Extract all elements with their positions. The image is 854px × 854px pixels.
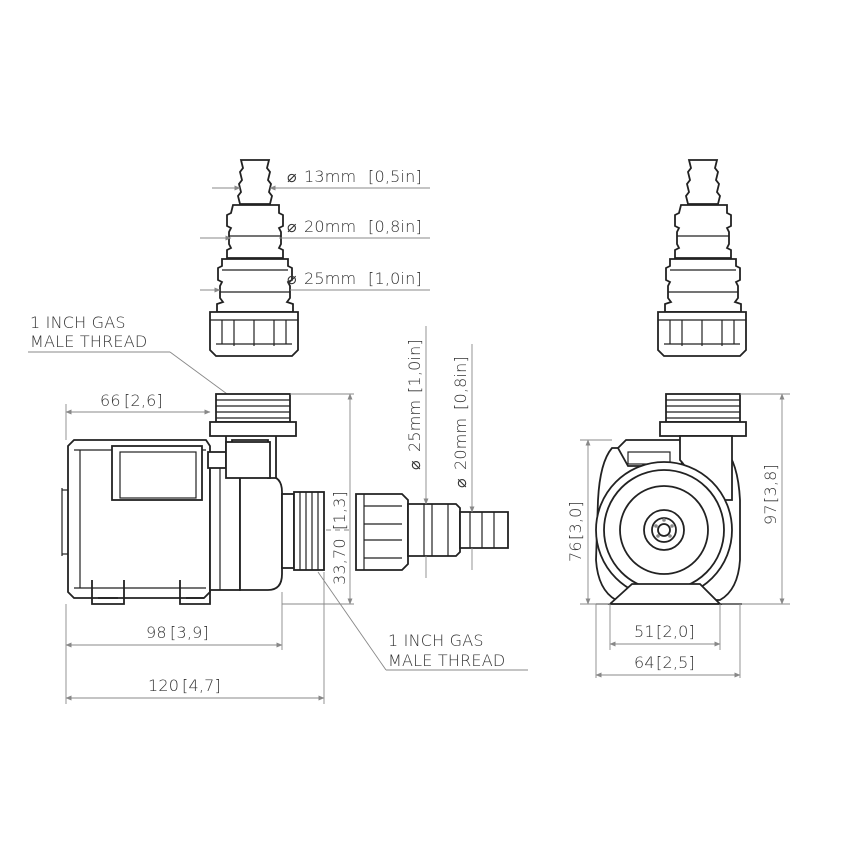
hose-dimension-20: ⌀ 20mm [0,8in] bbox=[200, 217, 430, 241]
hose-diameter-25-bracket: [1,0in] bbox=[368, 269, 422, 288]
side-diameter-20-value: 20mm bbox=[451, 418, 470, 470]
dimension-97-value: 97 bbox=[761, 504, 780, 525]
top-thread-line2: MALE THREAD bbox=[30, 332, 147, 351]
hose-diameter-20-value: 20mm bbox=[304, 217, 356, 236]
side-diameter-25-symbol: ⌀ bbox=[405, 460, 424, 470]
dimension-64: 64 [2,5] bbox=[595, 653, 741, 678]
hose-dimension-13: ⌀ 13mm [0,5in] bbox=[212, 167, 430, 191]
top-thread-line1: 1 INCH GAS bbox=[30, 313, 126, 332]
dimension-64-value: 64 bbox=[634, 653, 655, 672]
dimension-120-value: 120 bbox=[148, 676, 179, 695]
dimension-66: 66 [2,6] bbox=[65, 391, 211, 440]
side-diameter-25-value: 25mm bbox=[405, 400, 424, 452]
dimension-98-bracket: [3,9] bbox=[170, 623, 209, 642]
side-thread-line2: MALE THREAD bbox=[388, 651, 505, 670]
side-diameter-20-bracket: [0,8in] bbox=[451, 356, 470, 410]
hose-diameter-13-symbol: ⌀ bbox=[287, 167, 297, 186]
dimension-66-value: 66 bbox=[100, 391, 121, 410]
hose-diameter-13-value: 13mm bbox=[304, 167, 356, 186]
side-diameter-20-symbol: ⌀ bbox=[451, 478, 470, 488]
hose-adapter-front bbox=[657, 159, 747, 357]
dimension-120-bracket: [4,7] bbox=[182, 676, 221, 695]
top-thread-annotation: 1 INCH GAS MALE THREAD bbox=[28, 313, 239, 403]
dimension-51: 51 [2,0] bbox=[595, 604, 741, 678]
pump-side-view bbox=[61, 393, 325, 605]
side-thread-line1: 1 INCH GAS bbox=[388, 631, 484, 650]
side-diameter-25-bracket: [1,0in] bbox=[405, 339, 424, 393]
dimension-98-value: 98 bbox=[146, 623, 167, 642]
dimension-64-bracket: [2,5] bbox=[656, 653, 695, 672]
dimension-120: 120 [4,7] bbox=[65, 572, 325, 704]
hose-adapter-side bbox=[355, 493, 509, 571]
dimension-76: 76 [3,0] bbox=[566, 439, 612, 605]
side-dimension-25: ⌀ 25mm [1,0in] bbox=[405, 326, 429, 578]
side-thread-annotation: 1 INCH GAS MALE THREAD bbox=[317, 571, 528, 671]
dimension-33-70-bracket: [1,3] bbox=[330, 491, 349, 530]
dimension-66-bracket: [2,6] bbox=[124, 391, 163, 410]
dimension-98: 98 [3,9] bbox=[65, 592, 283, 650]
side-dimension-20: ⌀ 20mm [0,8in] bbox=[451, 344, 475, 570]
dimension-51-bracket: [2,0] bbox=[656, 622, 695, 641]
hose-diameter-25-symbol: ⌀ bbox=[287, 269, 297, 288]
dimension-33-70: 33,70 [1,3] bbox=[282, 393, 354, 605]
dimension-76-value: 76 bbox=[566, 541, 585, 562]
hose-diameter-25-value: 25mm bbox=[304, 269, 356, 288]
pump-front-view bbox=[595, 393, 747, 605]
dimension-76-bracket: [3,0] bbox=[566, 501, 585, 540]
hose-diameter-20-symbol: ⌀ bbox=[287, 217, 297, 236]
dimension-97-bracket: [3,8] bbox=[761, 464, 780, 503]
hose-diameter-13-bracket: [0,5in] bbox=[368, 167, 422, 186]
hose-diameter-20-bracket: [0,8in] bbox=[368, 217, 422, 236]
dimension-97: 97 [3,8] bbox=[740, 393, 790, 605]
dimension-51-value: 51 bbox=[634, 622, 655, 641]
hose-dimension-25: ⌀ 25mm [1,0in] bbox=[200, 269, 430, 293]
hose-adapter-top bbox=[209, 159, 299, 357]
dimension-33-70-value: 33,70 bbox=[330, 538, 349, 585]
